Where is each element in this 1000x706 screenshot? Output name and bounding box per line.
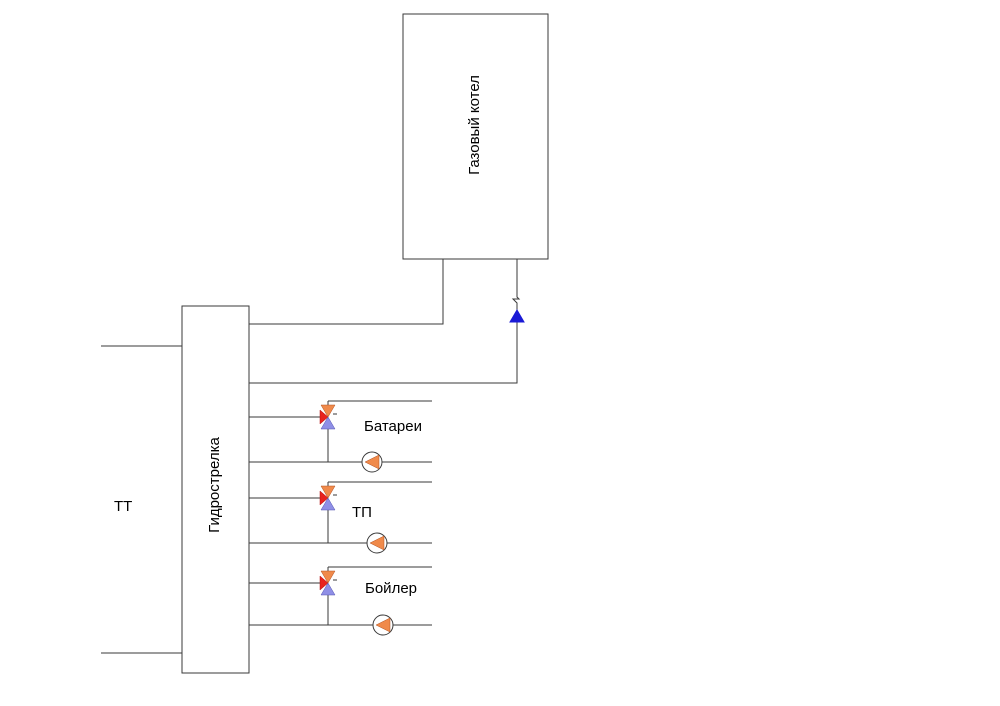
circuit-radiators: Батареи: [249, 400, 432, 473]
circuit-dhw: Бойлер: [249, 566, 432, 636]
circuit-floor-label: ТП: [352, 504, 372, 521]
gas-boiler-label: Газовый котел: [466, 75, 483, 175]
hydro-separator-label: Гидрострелка: [206, 437, 223, 533]
hydro-separator-box: [181, 305, 250, 674]
circuit-radiators-label: Батареи: [364, 418, 422, 435]
check-valve-icon: [509, 309, 525, 323]
three-way-mixing-valve-icon: [319, 404, 337, 430]
circulation-pump-icon: [372, 614, 394, 636]
circuit-floor: ТП: [249, 481, 432, 554]
circulation-pump-icon: [366, 532, 388, 554]
boiler-return-pipe-upper: [511, 259, 521, 314]
boiler-return-pipe: [249, 322, 518, 384]
tt-label: ТТ: [114, 498, 132, 515]
boiler-supply-pipe: [249, 259, 444, 325]
circulation-pump-icon: [361, 451, 383, 473]
gas-boiler-box: [402, 13, 549, 260]
circuit-dhw-label: Бойлер: [365, 580, 417, 597]
three-way-mixing-valve-icon: [319, 570, 337, 596]
three-way-mixing-valve-icon: [319, 485, 337, 511]
